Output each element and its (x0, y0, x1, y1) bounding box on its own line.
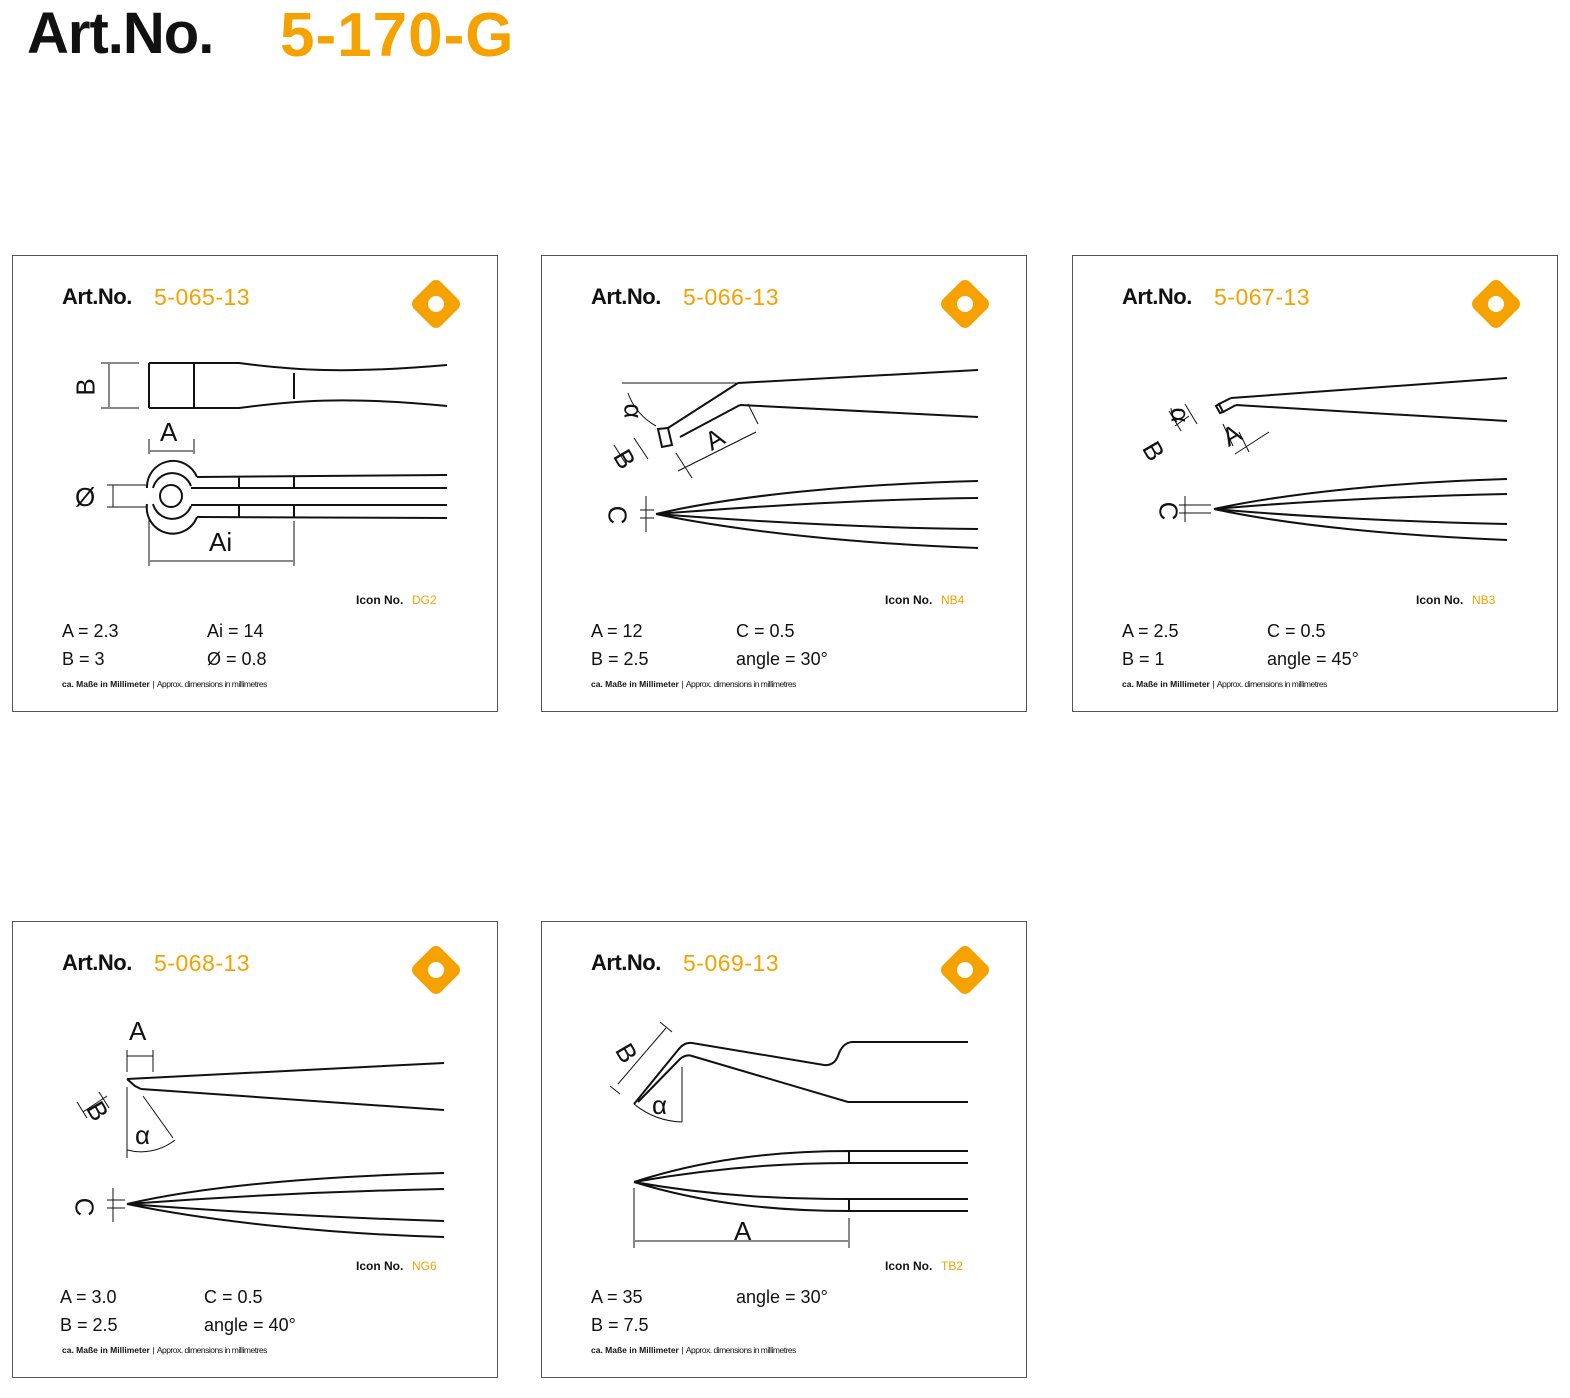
spec-value: A = 2.5 (1122, 621, 1179, 641)
tweezer-tip-drawing (76, 946, 460, 1238)
icon-no-value: NB4 (941, 593, 965, 607)
icon-no-label: Icon No. (356, 1259, 404, 1273)
spec-value: B = 2.5 (591, 649, 649, 669)
dimension-label: A (160, 417, 178, 447)
icon-no-value: TB2 (941, 1259, 964, 1273)
spec-value: A = 2.3 (62, 621, 119, 641)
art-no-value: 5-069-13 (683, 950, 780, 976)
spec-value: A = 35 (591, 1287, 643, 1307)
art-no-value: 5-067-13 (1214, 284, 1311, 310)
dimension-label: Ø (75, 482, 96, 512)
page-title-label: Art.No. (27, 1, 214, 66)
dimensions-footnote: ca. Maße in Millimeter | Approx. dimensi… (591, 1345, 796, 1355)
spec-value: B = 2.5 (60, 1315, 118, 1335)
dimension-label: Ai (209, 527, 233, 557)
art-no-value: 5-065-13 (154, 284, 251, 310)
dimension-label: α (652, 1090, 668, 1120)
diamond-dot-icon (412, 946, 460, 994)
icon-no-label: Icon No. (356, 593, 404, 607)
product-card-5-065-13: Art.No. 5-065-13 B A Ø Ai Icon No. DG2 A = … (12, 255, 498, 712)
art-no-label: Art.No. (62, 950, 132, 975)
dimensions-footnote: ca. Maße in Millimeter | Approx. dimensi… (1122, 679, 1327, 689)
spec-value: A = 12 (591, 621, 643, 641)
dimensions-footnote: ca. Maße in Millimeter | Approx. dimensi… (62, 1345, 267, 1355)
diamond-dot-icon (941, 280, 989, 328)
dimension-label: A (734, 1216, 752, 1246)
dimension-label: C (69, 1197, 100, 1217)
icon-no-value: DG2 (412, 593, 437, 607)
footnote-separator: | (1209, 679, 1217, 689)
spec-value: angle = 30° (736, 649, 828, 669)
footnote-en: Approx. dimensions in millimetres (685, 1345, 797, 1355)
spec-value: angle = 40° (204, 1315, 296, 1335)
footnote-de: ca. Maße in Millimeter (62, 1345, 150, 1355)
art-no-value: 5-066-13 (683, 284, 780, 310)
spec-value: C = 0.5 (204, 1287, 263, 1307)
art-no-label: Art.No. (591, 950, 661, 975)
art-no-label: Art.No. (1122, 284, 1192, 309)
spec-value: C = 0.5 (736, 621, 795, 641)
dimensions-footnote: ca. Maße in Millimeter | Approx. dimensi… (591, 679, 796, 689)
footnote-de: ca. Maße in Millimeter (62, 679, 150, 689)
dimension-label: α (1165, 407, 1196, 423)
dimension-label: α (135, 1120, 151, 1150)
footnote-en: Approx. dimensions in millimetres (156, 1345, 268, 1355)
dimension-label: α (618, 403, 649, 419)
footnote-separator: | (678, 1345, 686, 1355)
footnote-separator: | (149, 679, 157, 689)
dimension-label: B (70, 378, 101, 396)
art-no-value: 5-068-13 (154, 950, 251, 976)
dimension-label: A (129, 1016, 147, 1046)
spec-value: B = 1 (1122, 649, 1165, 669)
icon-no-label: Icon No. (1416, 593, 1464, 607)
spec-value: Ai = 14 (207, 621, 264, 641)
icon-no-value: NG6 (412, 1259, 437, 1273)
spec-value: angle = 45° (1267, 649, 1359, 669)
tweezer-tip-drawing (613, 280, 989, 549)
diamond-dot-icon (412, 280, 460, 328)
footnote-en: Approx. dimensions in millimetres (1216, 679, 1328, 689)
tweezer-tip-drawing (101, 280, 460, 566)
diamond-dot-icon (941, 946, 989, 994)
spec-value: B = 3 (62, 649, 105, 669)
spec-value: C = 0.5 (1267, 621, 1326, 641)
dimension-label: C (1153, 501, 1184, 521)
footnote-en: Approx. dimensions in millimetres (685, 679, 797, 689)
spec-value: B = 7.5 (591, 1315, 649, 1335)
art-no-label: Art.No. (591, 284, 661, 309)
dimensions-footnote: ca. Maße in Millimeter | Approx. dimensi… (62, 679, 267, 689)
footnote-separator: | (678, 679, 686, 689)
footnote-de: ca. Maße in Millimeter (591, 679, 679, 689)
spec-value: angle = 30° (736, 1287, 828, 1307)
tweezer-tip-drawing (609, 946, 989, 1248)
tweezer-tip-drawing (1168, 280, 1520, 541)
icon-no-label: Icon No. (885, 1259, 933, 1273)
footnote-separator: | (149, 1345, 157, 1355)
spec-value: Ø = 0.8 (207, 649, 267, 669)
art-no-label: Art.No. (62, 284, 132, 309)
diamond-dot-icon (1472, 280, 1520, 328)
footnote-en: Approx. dimensions in millimetres (156, 679, 268, 689)
footnote-de: ca. Maße in Millimeter (1122, 679, 1210, 689)
icon-no-value: NB3 (1472, 593, 1496, 607)
footnote-de: ca. Maße in Millimeter (591, 1345, 679, 1355)
spec-value: A = 3.0 (60, 1287, 117, 1307)
dimension-label: C (602, 505, 633, 525)
page-article-number: 5-170-G (280, 1, 515, 70)
icon-no-label: Icon No. (885, 593, 933, 607)
